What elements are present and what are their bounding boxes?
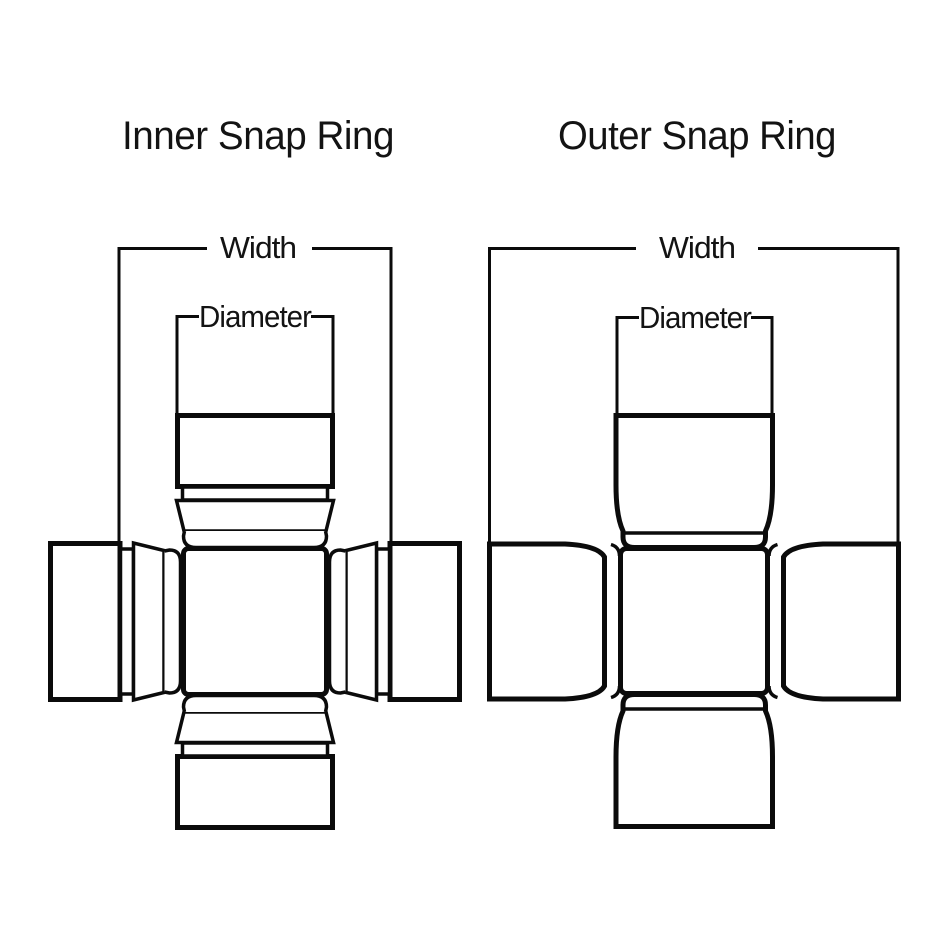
cap-taper (174, 710, 336, 745)
diameter-label: Diameter (639, 300, 752, 335)
cross-center-body (181, 546, 329, 697)
bearing-cap-right (781, 541, 901, 702)
cap-body (48, 541, 123, 702)
bearing-cap-left (48, 540, 183, 703)
cap-body (175, 413, 335, 489)
bearing-cap-right (327, 540, 462, 703)
bearing-cap-top (174, 413, 336, 550)
diameter-dimension-bracket: Diameter (615, 300, 774, 414)
cap-outline (613, 413, 775, 550)
cap-taper (344, 540, 379, 703)
cap-body (175, 754, 335, 830)
inner-snap-ring-diagram: Inner Snap Ring Width Diameter (48, 114, 462, 830)
cap-lip (181, 530, 329, 550)
width-dimension-bracket: Width (488, 230, 900, 543)
bearing-cap-top (613, 413, 775, 550)
diameter-label: Diameter (199, 299, 312, 334)
diagram-title: Outer Snap Ring (558, 114, 836, 158)
width-bracket-line (488, 247, 900, 543)
cross-center-body (618, 546, 770, 696)
width-dimension-bracket: Width (117, 230, 393, 543)
diagram-title: Inner Snap Ring (122, 114, 394, 158)
snap-ring-groove (374, 547, 392, 696)
width-bracket-line (117, 247, 393, 543)
width-label: Width (220, 230, 296, 265)
bearing-cap-left (487, 541, 607, 702)
width-label: Width (659, 230, 735, 265)
cap-lip (181, 693, 329, 713)
cap-lip (164, 548, 183, 695)
diameter-bracket-line (175, 315, 335, 414)
outer-snap-ring-diagram: Outer Snap Ring Width Diameter (487, 114, 901, 829)
cap-outline (487, 541, 607, 702)
snap-ring-groove (118, 547, 136, 696)
cap-outline (613, 692, 775, 829)
cap-outline (781, 541, 901, 702)
bearing-cap-bottom (174, 693, 336, 830)
bearing-cap-bottom (613, 692, 775, 829)
snap-ring-groove (180, 485, 330, 502)
diameter-bracket-line (615, 316, 774, 414)
cap-taper (174, 498, 336, 533)
diameter-dimension-bracket: Diameter (175, 299, 335, 414)
cap-body (387, 541, 462, 702)
snap-ring-groove (180, 741, 330, 758)
cap-taper (131, 540, 166, 703)
trunnion-fillet (610, 542, 779, 700)
cap-lip (327, 548, 346, 695)
